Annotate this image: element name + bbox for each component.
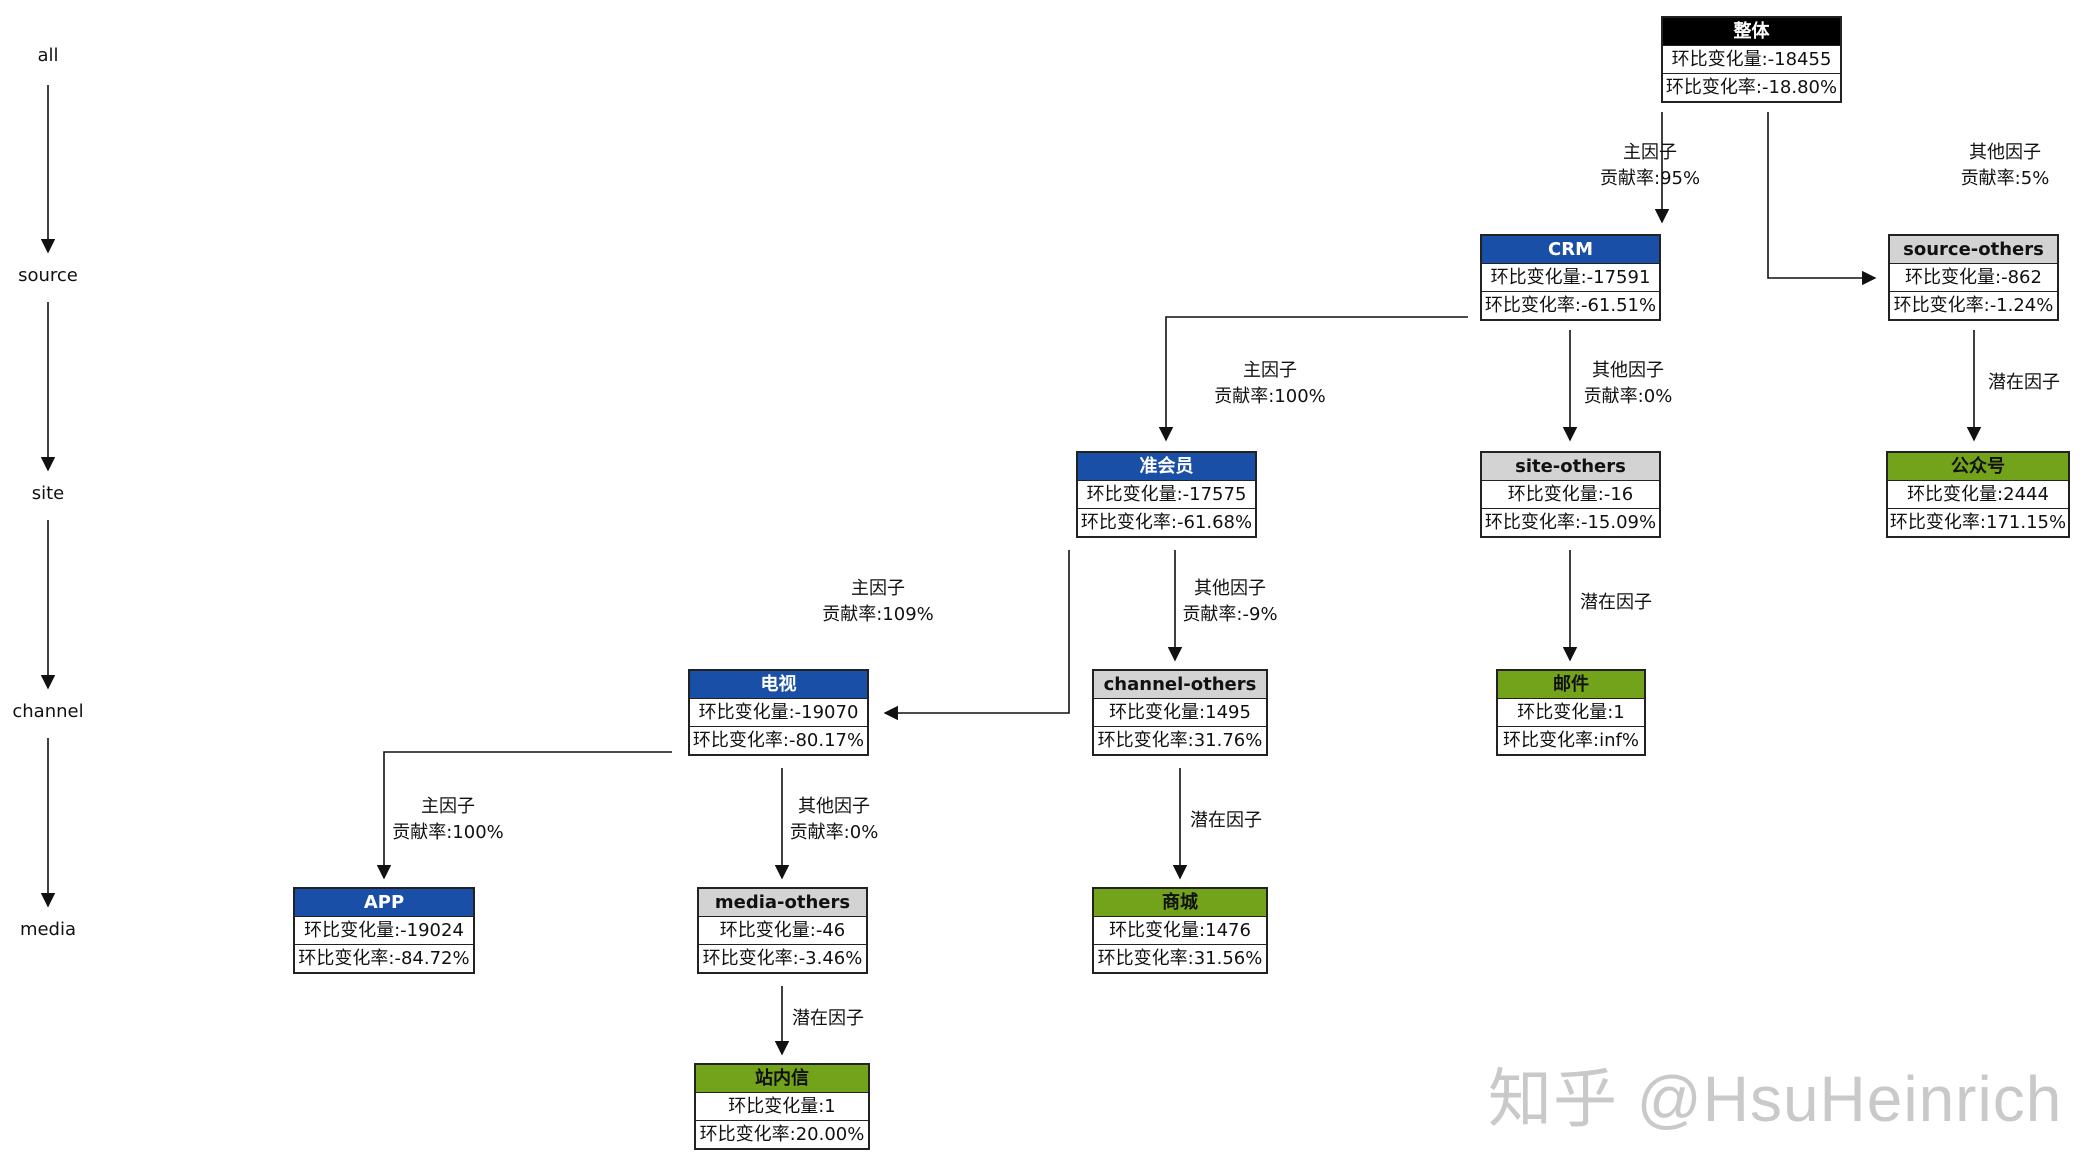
edge-zhunhuiyuan-dianshi bbox=[883, 550, 1070, 721]
node-site-others[interactable]: site-others 环比变化量:-16 环比变化率:-15.09% bbox=[1480, 451, 1661, 538]
node-amount: 环比变化量:-862 bbox=[1905, 267, 2042, 288]
edge-label-channel-others-shangcheng: 潜在因子 bbox=[1182, 808, 1270, 834]
edge-label-factor: 主因子 bbox=[1623, 142, 1677, 163]
level-label-site: site bbox=[31, 483, 65, 504]
node-source-others[interactable]: source-others 环比变化量:-862 环比变化率:-1.24% bbox=[1888, 234, 2059, 321]
edge-label-site-others-youjian: 潜在因子 bbox=[1572, 590, 1660, 616]
node-rate: 环比变化率:-1.24% bbox=[1890, 291, 2057, 319]
node-rate: 环比变化率:-80.17% bbox=[690, 726, 867, 754]
node-rate: 环比变化率:-61.51% bbox=[1482, 291, 1659, 319]
edge-label-zhunhuiyuan-channel-others: 其他因子 贡献率:-9% bbox=[1180, 576, 1280, 628]
node-amount: 环比变化量:-16 bbox=[1507, 484, 1634, 505]
edge-label-overall-source-others: 其他因子 贡献率:5% bbox=[1955, 140, 2055, 192]
node-amount: 环比变化量:-19024 bbox=[304, 920, 464, 941]
node-amount: 环比变化量:-19070 bbox=[698, 702, 859, 723]
edge-label-contribution: 贡献率:-9% bbox=[1182, 604, 1278, 625]
edge-label-factor: 潜在因子 bbox=[1580, 592, 1652, 613]
node-rate: 环比变化率:31.56% bbox=[1094, 944, 1266, 972]
node-title: 邮件 bbox=[1498, 671, 1644, 699]
node-title: APP bbox=[295, 889, 473, 917]
node-rate: 环比变化率:-15.09% bbox=[1482, 508, 1659, 536]
edge-label-factor: 主因子 bbox=[421, 796, 475, 817]
node-rate: 环比变化率:-3.46% bbox=[699, 944, 866, 972]
node-title: channel-others bbox=[1094, 671, 1266, 699]
node-zhunhuiyuan[interactable]: 准会员 环比变化量:-17575 环比变化率:-61.68% bbox=[1076, 451, 1257, 538]
node-amount: 环比变化量:-17591 bbox=[1490, 267, 1651, 288]
node-title: 准会员 bbox=[1078, 453, 1255, 481]
edge-label-factor: 其他因子 bbox=[1194, 578, 1266, 599]
node-title: CRM bbox=[1482, 236, 1659, 264]
edge-label-factor: 潜在因子 bbox=[1988, 372, 2060, 393]
edge-label-overall-crm: 主因子 贡献率:95% bbox=[1600, 140, 1700, 192]
node-channel-others[interactable]: channel-others 环比变化量:1495 环比变化率:31.76% bbox=[1092, 669, 1268, 756]
node-rate: 环比变化率:-18.80% bbox=[1663, 73, 1840, 101]
edge-label-contribution: 贡献率:109% bbox=[822, 604, 934, 625]
node-title: source-others bbox=[1890, 236, 2057, 264]
node-rate: 环比变化率:171.15% bbox=[1888, 508, 2068, 536]
node-amount: 环比变化量:2444 bbox=[1907, 484, 2049, 505]
edge-label-contribution: 贡献率:5% bbox=[1960, 168, 2050, 189]
node-rate: 环比变化率:-84.72% bbox=[295, 944, 473, 972]
node-rate: 环比变化率:inf% bbox=[1498, 726, 1644, 754]
edge-dianshi-app bbox=[376, 751, 672, 880]
node-shangcheng[interactable]: 商城 环比变化量:1476 环比变化率:31.56% bbox=[1092, 887, 1268, 974]
node-gongzhonghao[interactable]: 公众号 环比变化量:2444 环比变化率:171.15% bbox=[1886, 451, 2070, 538]
watermark: 知乎 @HsuHeinrich bbox=[1488, 1063, 2063, 1135]
edge-label-factor: 主因子 bbox=[1243, 360, 1297, 381]
edge-overall-source-others bbox=[1767, 112, 1877, 286]
node-dianshi[interactable]: 电视 环比变化量:-19070 环比变化率:-80.17% bbox=[688, 669, 869, 756]
node-title: media-others bbox=[699, 889, 866, 917]
edge-label-crm-zhunhuiyuan: 主因子 贡献率:100% bbox=[1210, 358, 1330, 410]
node-title: 电视 bbox=[690, 671, 867, 699]
node-rate: 环比变化率:-61.68% bbox=[1078, 508, 1255, 536]
node-amount: 环比变化量:1495 bbox=[1109, 702, 1251, 723]
node-amount: 环比变化量:1 bbox=[1517, 702, 1625, 723]
edge-label-factor: 其他因子 bbox=[798, 796, 870, 817]
node-title: 整体 bbox=[1663, 18, 1840, 46]
node-youjian[interactable]: 邮件 环比变化量:1 环比变化率:inf% bbox=[1496, 669, 1646, 756]
edge-label-contribution: 贡献率:95% bbox=[1600, 168, 1701, 189]
edge-label-source-others-gongzhonghao: 潜在因子 bbox=[1980, 370, 2068, 396]
level-label-media: media bbox=[19, 919, 77, 940]
node-overall[interactable]: 整体 环比变化量:-18455 环比变化率:-18.80% bbox=[1661, 16, 1842, 103]
node-crm[interactable]: CRM 环比变化量:-17591 环比变化率:-61.51% bbox=[1480, 234, 1661, 321]
edge-label-contribution: 贡献率:100% bbox=[1214, 386, 1326, 407]
node-media-others[interactable]: media-others 环比变化量:-46 环比变化率:-3.46% bbox=[697, 887, 868, 974]
node-zhanneixin[interactable]: 站内信 环比变化量:1 环比变化率:20.00% bbox=[694, 1063, 870, 1150]
node-title: 站内信 bbox=[696, 1065, 868, 1093]
node-rate: 环比变化率:20.00% bbox=[696, 1120, 868, 1148]
edge-crm-zhunhuiyuan bbox=[1158, 316, 1468, 442]
node-title: 公众号 bbox=[1888, 453, 2068, 481]
edge-label-crm-site-others: 其他因子 贡献率:0% bbox=[1578, 358, 1678, 410]
level-label-channel: channel bbox=[12, 701, 84, 722]
edge-label-contribution: 贡献率:0% bbox=[789, 822, 879, 843]
edge-label-factor: 其他因子 bbox=[1592, 360, 1664, 381]
node-rate: 环比变化率:31.76% bbox=[1094, 726, 1266, 754]
node-title: site-others bbox=[1482, 453, 1659, 481]
level-label-source: source bbox=[18, 265, 78, 286]
node-amount: 环比变化量:-46 bbox=[719, 920, 846, 941]
node-amount: 环比变化量:1 bbox=[728, 1096, 836, 1117]
edge-label-factor: 主因子 bbox=[851, 578, 905, 599]
edge-label-media-others-zhanneixin: 潜在因子 bbox=[784, 1006, 872, 1032]
edge-label-factor: 其他因子 bbox=[1969, 142, 2041, 163]
node-title: 商城 bbox=[1094, 889, 1266, 917]
level-label-all: all bbox=[37, 45, 59, 66]
node-amount: 环比变化量:-18455 bbox=[1671, 49, 1832, 70]
edge-label-dianshi-media-others: 其他因子 贡献率:0% bbox=[786, 794, 882, 846]
edge-label-contribution: 贡献率:0% bbox=[1583, 386, 1673, 407]
edge-label-zhunhuiyuan-dianshi: 主因子 贡献率:109% bbox=[818, 576, 938, 628]
edge-label-factor: 潜在因子 bbox=[792, 1008, 864, 1029]
node-amount: 环比变化量:1476 bbox=[1109, 920, 1251, 941]
edge-label-dianshi-app: 主因子 贡献率:100% bbox=[388, 794, 508, 846]
edge-label-factor: 潜在因子 bbox=[1190, 810, 1262, 831]
node-app[interactable]: APP 环比变化量:-19024 环比变化率:-84.72% bbox=[293, 887, 475, 974]
node-amount: 环比变化量:-17575 bbox=[1086, 484, 1247, 505]
edge-label-contribution: 贡献率:100% bbox=[392, 822, 504, 843]
